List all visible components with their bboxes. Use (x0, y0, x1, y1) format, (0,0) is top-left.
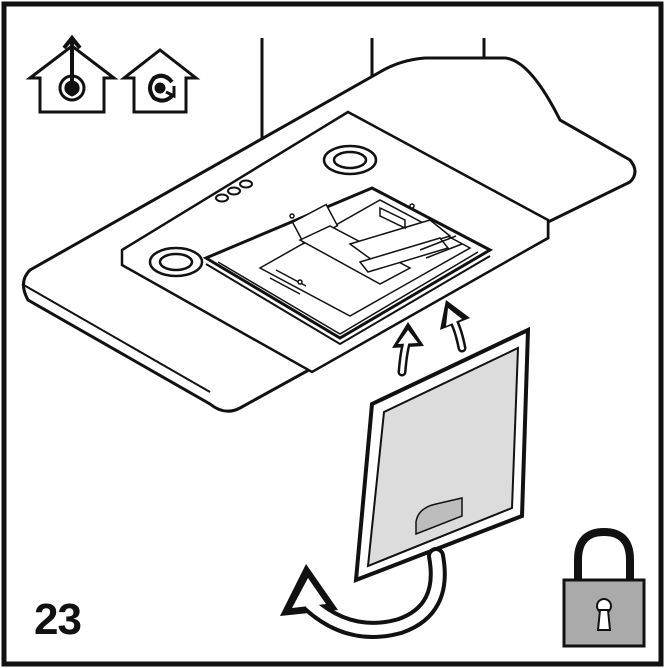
filter-opening-inner-rim (217, 251, 479, 335)
insert-arrow-right (440, 300, 470, 353)
house-chimney-fan-icon (25, 34, 119, 114)
house-recirculation-fan-icon (119, 48, 201, 114)
grease-filter (353, 326, 531, 584)
step-number: 23 (34, 595, 82, 644)
filter-opening-rim (205, 255, 491, 346)
hood-front-edge (21, 283, 211, 393)
lamp-right (322, 144, 378, 176)
insert-arrow-left (392, 322, 424, 377)
lamp-left (148, 246, 204, 278)
padlock-icon (562, 527, 646, 648)
rotate-arrow (280, 547, 447, 639)
motor-housing (258, 199, 472, 317)
control-buttons (215, 179, 253, 203)
filter-handle (415, 497, 463, 536)
